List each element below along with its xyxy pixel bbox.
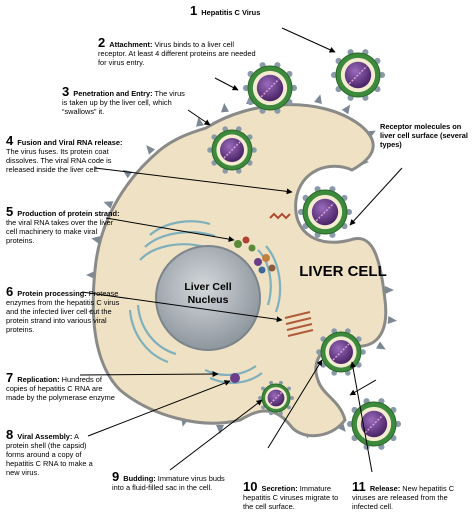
step-5-label: 5 Production of protein strand: the vira… [6,204,124,245]
step-9-text: Immature virus buds into a fluid-filled … [112,474,225,492]
hcv-virus-particle [297,186,353,238]
step-1-title: Hepatitis C Virus [201,8,261,17]
nucleus-label-line2: Nucleus [188,294,229,306]
step-3-text: The virus is taken up by the liver cell,… [62,89,185,116]
step-5-number: 5 [6,204,14,219]
step-4-title: Fusion and Viral RNA release: [17,138,123,147]
step-8-label: 8 Viral Assembly: A protein shell (the c… [6,427,102,477]
hcv-virus-particle [242,62,298,114]
liver-cell-label: LIVER CELL [299,263,387,280]
step-2-number: 2 [98,35,106,50]
receptor-spike [387,316,397,324]
step-8-number: 8 [6,427,14,442]
step-2-text: Virus binds to a liver cell receptor. At… [98,40,256,67]
step-7-number: 7 [6,370,14,385]
nucleus-label-line1: Liver Cell [184,281,231,293]
step-5-text: the viral RNA takes over the liver cell … [6,218,114,245]
step-11-title: Release: [369,484,401,493]
step-2-label: 2 Attachment: Virus binds to a liver cel… [98,35,258,67]
step-1-label: 1 Hepatitis C Virus [190,3,390,18]
step-4-label: 4 Fusion and Viral RNA release: The viru… [6,133,126,174]
receptor-spike [336,422,346,432]
receptor-label: Receptor molecules on liver cell surface… [380,122,468,149]
step-4-number: 4 [6,133,14,148]
step-6-number: 6 [6,284,14,299]
receptor-spike [341,104,351,115]
ribosome-cluster [234,236,276,274]
step-6-text: Protease enzymes from the hepatitis C vi… [6,289,120,334]
step-8-text: A protein shell (the capsid) forms aroun… [6,432,93,477]
step-arrows [79,27,403,473]
receptor-spike [91,236,101,244]
step-9-number: 9 [112,469,120,484]
step-10-label: 10 Secretion: Immature hepatitis C virus… [243,479,339,511]
hcv-virus-particle [330,49,386,101]
step-7-text: Hundreds of copies of hepatitis C RNA ar… [6,375,115,402]
viral-rna-strand [269,212,291,220]
receptor-spike [376,341,386,350]
hcv-virus-particle [258,380,294,416]
receptor-spike [385,286,394,294]
hcv-virus-particle [346,398,402,450]
receptor-spike [216,425,224,434]
receptor-spike [146,145,156,155]
receptor-spike [103,201,114,209]
step-7-label: 7 Replication: Hundreds of copies of hep… [6,370,118,402]
step-7-title: Replication: [17,375,60,384]
step-10-title: Secretion: [261,484,298,493]
endoplasmic-reticulum [128,220,282,384]
hcv-virus-particle [207,126,257,174]
step-9-title: Budding: [123,474,156,483]
step-3-label: 3 Penetration and Entry: The virus is ta… [62,84,192,116]
step-3-title: Penetration and Entry: [73,89,153,98]
step-4-text: The virus fuses. Its protein coat dissol… [6,147,112,174]
receptor-spike [196,117,204,127]
step-11-number: 11 [352,479,366,494]
step-9-label: 9 Budding: Immature virus buds into a fl… [112,469,232,492]
step-3-number: 3 [62,84,70,99]
step-8-title: Viral Assembly: [17,432,73,441]
step-6-label: 6 Protein processing: Protease enzymes f… [6,284,126,334]
receptor-spike [86,271,95,279]
liver-cell-nucleus: Liver Cell Nucleus [155,245,261,351]
step-10-number: 10 [243,479,258,494]
step-5-title: Production of protein strand: [17,209,120,218]
receptor-spike [314,94,322,105]
step-2-title: Attachment: [109,40,153,49]
assembling-capsid [230,373,240,383]
step-6-title: Protein processing: [17,289,87,298]
step-10-text: Immature hepatitis C viruses migrate to … [243,484,339,511]
step-1-number: 1 [190,3,198,18]
step-11-text: New hepatitis C viruses are released fro… [352,484,455,511]
receptor-spike [221,103,229,113]
step-11-label: 11 Release: New hepatitis C viruses are … [352,479,470,511]
rna-replication-copies [284,311,314,337]
